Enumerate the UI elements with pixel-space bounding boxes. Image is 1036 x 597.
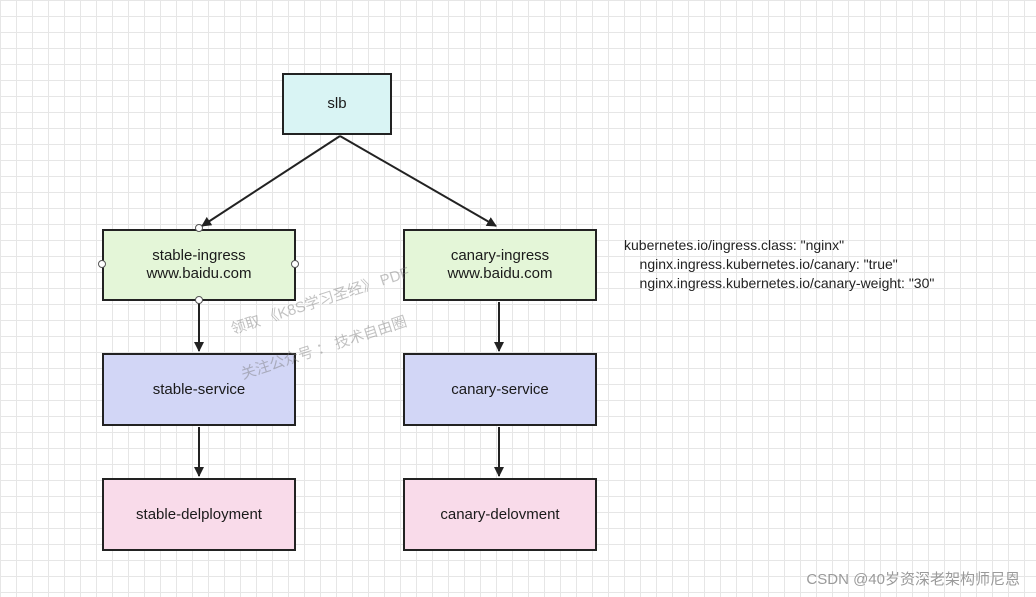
stable-service-node[interactable]: stable-service bbox=[102, 353, 296, 426]
canary-deployment-node[interactable]: canary-delovment bbox=[403, 478, 597, 551]
canary-ingress-name: canary-ingress bbox=[450, 247, 550, 264]
edge-slb-to-stable-ingress bbox=[201, 135, 341, 227]
connection-handle-top[interactable] bbox=[195, 224, 203, 232]
canary-ingress-node[interactable]: canary-ingress www.baidu.com bbox=[403, 229, 597, 301]
stable-service-label: stable-service bbox=[152, 380, 246, 398]
canary-ingress-host: www.baidu.com bbox=[447, 265, 553, 282]
edge-slb-to-canary-ingress bbox=[339, 135, 497, 227]
stable-ingress-host: www.baidu.com bbox=[146, 265, 252, 282]
connection-handle-left[interactable] bbox=[98, 260, 106, 268]
connection-handle-bottom[interactable] bbox=[195, 296, 203, 304]
stable-ingress-node[interactable]: stable-ingress www.baidu.com bbox=[102, 229, 296, 301]
annotation-line-1: kubernetes.io/ingress.class: "nginx" bbox=[624, 237, 845, 253]
slb-node[interactable]: slb bbox=[282, 73, 392, 135]
canary-service-node[interactable]: canary-service bbox=[403, 353, 597, 426]
footer-credit: CSDN @40岁资深老架构师尼恩 bbox=[806, 571, 1020, 588]
stable-deployment-node[interactable]: stable-delployment bbox=[102, 478, 296, 551]
canary-deployment-label: canary-delovment bbox=[440, 505, 560, 523]
stable-ingress-name: stable-ingress bbox=[152, 247, 246, 264]
slb-label: slb bbox=[327, 95, 347, 112]
stable-deployment-label: stable-delployment bbox=[136, 505, 262, 523]
annotation-line-2: nginx.ingress.kubernetes.io/canary: "tru… bbox=[624, 256, 898, 272]
connection-handle-right[interactable] bbox=[291, 260, 299, 268]
canary-annotation: kubernetes.io/ingress.class: "nginx" ngi… bbox=[624, 236, 934, 293]
canary-service-label: canary-service bbox=[451, 380, 549, 398]
annotation-line-3: nginx.ingress.kubernetes.io/canary-weigh… bbox=[624, 275, 935, 291]
